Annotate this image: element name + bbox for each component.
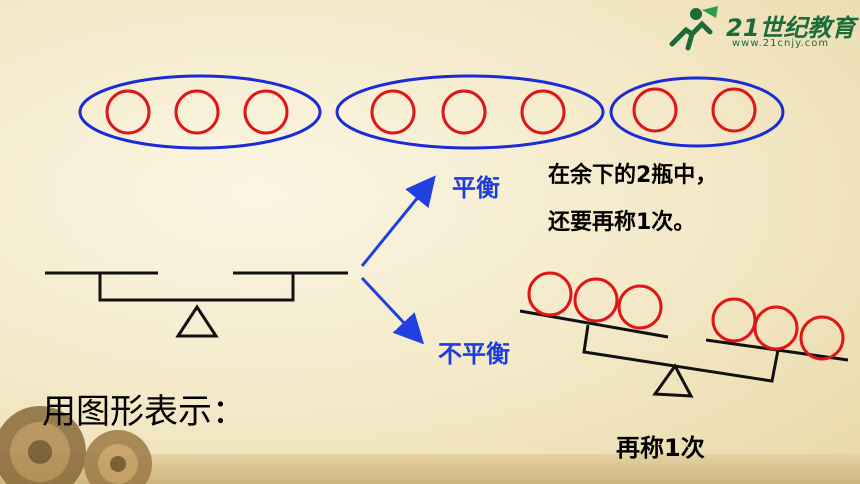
note-line-1: 在余下的2瓶中， bbox=[548, 163, 718, 188]
bottle bbox=[370, 89, 416, 135]
brand-name: 21世纪教育 bbox=[726, 14, 856, 42]
bottle bbox=[527, 271, 573, 317]
bottle bbox=[520, 89, 566, 135]
section-heading: 用图形表示： bbox=[42, 392, 246, 432]
note-line-2: 还要再称1次。 bbox=[548, 210, 696, 235]
gear-decoration-icon bbox=[0, 406, 152, 484]
balanced-label: 平衡 bbox=[452, 174, 500, 202]
group-3-bottles bbox=[632, 87, 757, 133]
brand-url: www.21cnjy.com bbox=[732, 38, 830, 49]
bottle bbox=[632, 87, 678, 133]
bottle bbox=[105, 89, 151, 135]
group-ellipse-1 bbox=[78, 74, 322, 150]
unbalanced-label: 不平衡 bbox=[438, 340, 510, 368]
balance-scale-level bbox=[45, 271, 348, 338]
group-ellipse-3 bbox=[609, 76, 785, 148]
bottle bbox=[573, 277, 619, 323]
bottle bbox=[243, 89, 289, 135]
runner-logo-icon bbox=[669, 6, 718, 51]
bottle bbox=[799, 315, 845, 361]
arrow-unbalanced bbox=[360, 276, 425, 345]
group-1-bottles bbox=[105, 89, 289, 135]
bottle bbox=[711, 297, 757, 343]
bottle bbox=[617, 284, 663, 330]
bottle bbox=[174, 89, 220, 135]
branch-arrows bbox=[360, 175, 436, 345]
group-2-bottles bbox=[370, 89, 566, 135]
brand-logo: 21世纪教育 www.21cnjy.com bbox=[662, 4, 856, 54]
bottle bbox=[753, 305, 799, 351]
arrow-balanced bbox=[360, 175, 436, 267]
bottle bbox=[711, 87, 757, 133]
weigh-again-label: 再称1次 bbox=[616, 434, 705, 462]
group-ellipse-2 bbox=[335, 74, 605, 150]
balance-scale-tilted bbox=[519, 271, 849, 398]
bottle bbox=[441, 89, 487, 135]
